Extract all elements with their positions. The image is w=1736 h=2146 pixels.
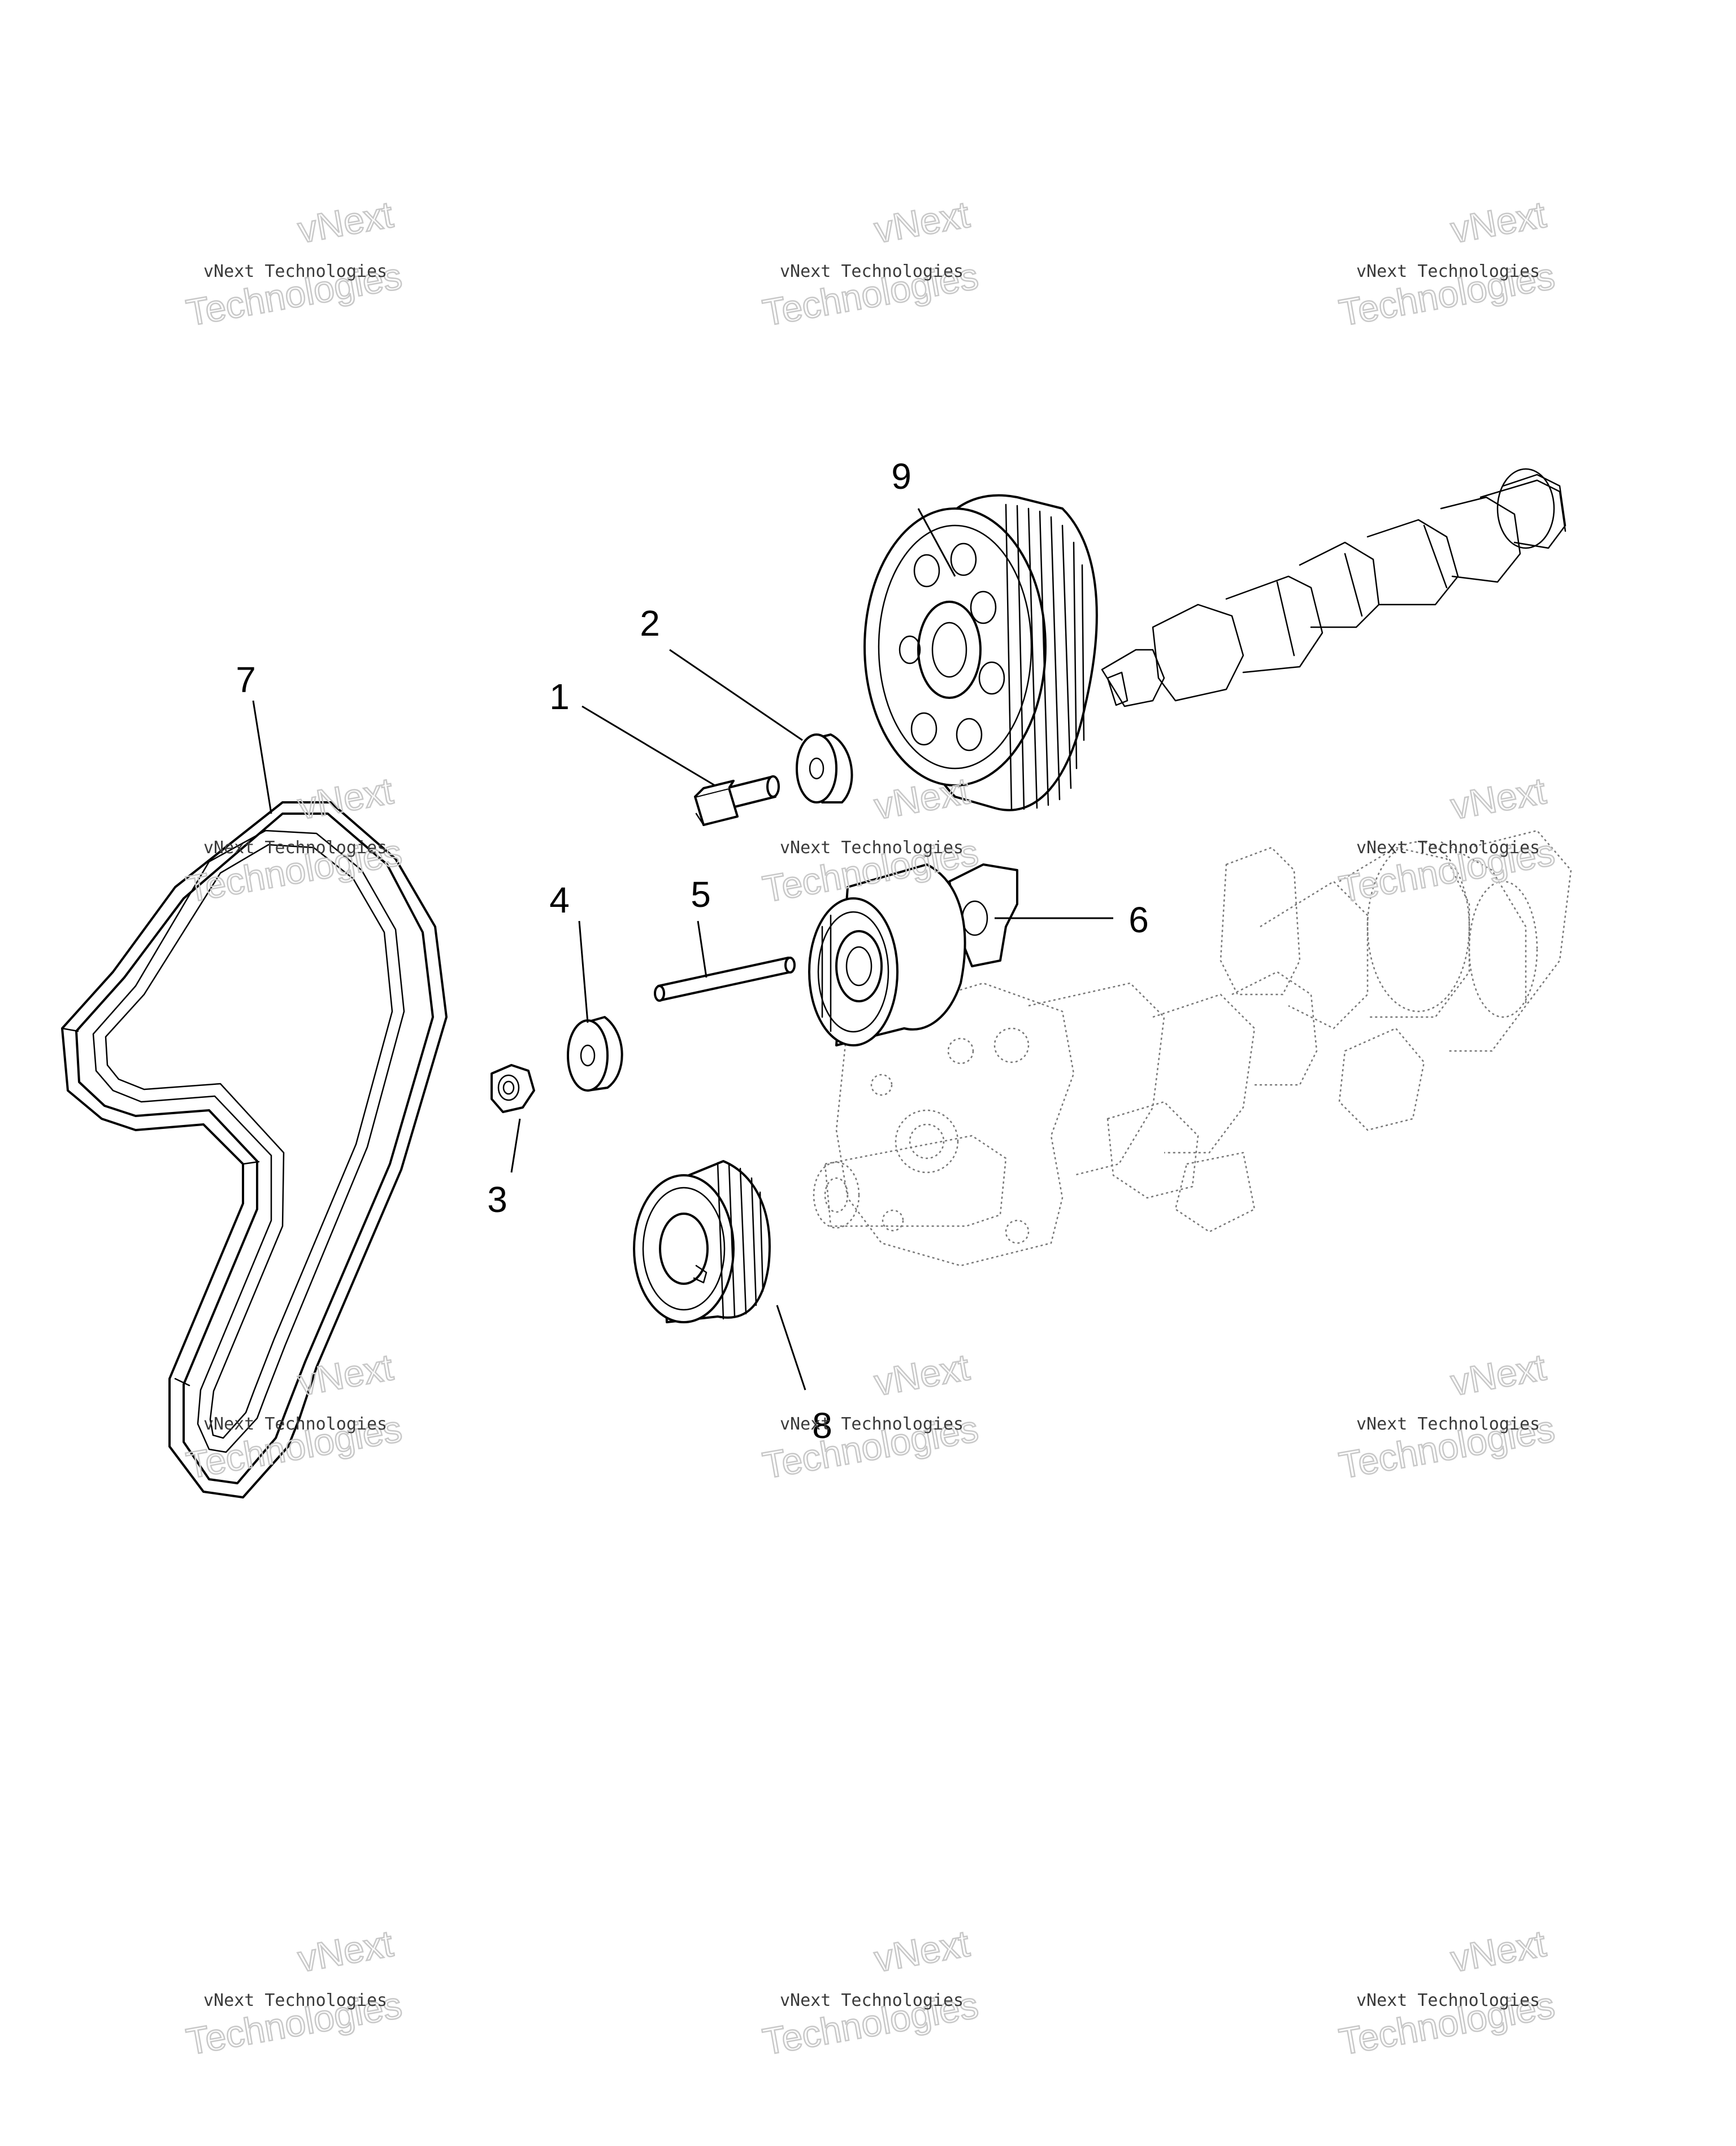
pin [654, 957, 796, 1002]
bolt [694, 775, 780, 826]
callout-9: 9 [891, 456, 912, 497]
tensioner-pulley [808, 863, 1018, 1046]
camshaft [1101, 468, 1566, 707]
timing-belt [61, 801, 448, 1498]
svg-text:vNext Technologies: vNext Technologies [780, 1414, 964, 1434]
svg-text:vNext Technologies: vNext Technologies [780, 838, 964, 858]
svg-text:vNext Technologies: vNext Technologies [203, 1991, 387, 2010]
sprocket-teeth [717, 1162, 764, 1320]
svg-text:vNext Technologies: vNext Technologies [203, 1414, 387, 1434]
callout-7: 7 [236, 659, 256, 700]
crankshaft-sprocket [633, 1160, 771, 1323]
svg-text:vNext: vNext [295, 1922, 396, 1980]
pulley-teeth [1005, 503, 1085, 810]
svg-text:vNext: vNext [295, 770, 396, 827]
callout-4: 4 [549, 880, 570, 920]
watermark: vNext Technologies vNext Technologies [183, 1922, 406, 2064]
callout-8: 8 [812, 1405, 832, 1446]
watermark: vNext Technologies vNext Technologies [1335, 193, 1559, 335]
svg-text:vNext Technologies: vNext Technologies [1356, 838, 1540, 858]
watermark: vNext Technologies vNext Technologies [1335, 1345, 1559, 1487]
svg-text:vNext: vNext [871, 1346, 973, 1404]
svg-text:vNext: vNext [1448, 1922, 1549, 1980]
watermark: vNext Technologies vNext Technologies [759, 1922, 982, 2064]
svg-text:vNext: vNext [1448, 1346, 1549, 1404]
callout-5: 5 [691, 874, 711, 915]
svg-text:vNext: vNext [871, 1922, 973, 1980]
washer-lower [567, 1016, 623, 1092]
svg-text:vNext: vNext [1448, 770, 1549, 827]
svg-text:vNext Technologies: vNext Technologies [780, 1991, 964, 2010]
watermark: vNext Technologies vNext Technologies [183, 1345, 406, 1487]
leader-lines [252, 508, 1113, 1391]
svg-text:vNext: vNext [1448, 193, 1549, 251]
watermark: vNext Technologies vNext Technologies [759, 769, 982, 911]
svg-text:vNext: vNext [871, 770, 973, 827]
callout-6: 6 [1129, 900, 1149, 940]
svg-text:vNext: vNext [295, 1346, 396, 1404]
svg-text:vNext Technologies: vNext Technologies [1356, 262, 1540, 281]
engine-block-ghost [813, 829, 1572, 1267]
svg-text:vNext Technologies: vNext Technologies [1356, 1414, 1540, 1434]
svg-text:vNext Technologies: vNext Technologies [203, 262, 387, 281]
callout-1: 1 [549, 676, 570, 717]
callout-2: 2 [640, 603, 660, 644]
nut [491, 1064, 535, 1113]
washer-upper [796, 733, 853, 803]
svg-text:vNext Technologies: vNext Technologies [780, 262, 964, 281]
watermark: vNext Technologies vNext Technologies [759, 193, 982, 335]
watermark: vNext Technologies vNext Technologies [1335, 1922, 1559, 2064]
callout-3: 3 [487, 1179, 507, 1220]
watermark: vNext Technologies vNext Technologies [183, 769, 406, 911]
callout-labels: 1 2 3 4 5 6 7 8 9 [236, 456, 1149, 1446]
svg-text:vNext: vNext [295, 193, 396, 251]
watermarks: vNext Technologies vNext Technologies vN… [183, 193, 1559, 2064]
watermark: vNext Technologies vNext Technologies [1335, 769, 1559, 911]
camshaft-pulley [863, 494, 1098, 811]
svg-text:vNext Technologies: vNext Technologies [1356, 1991, 1540, 2010]
svg-text:vNext Technologies: vNext Technologies [203, 838, 387, 858]
svg-text:vNext: vNext [871, 193, 973, 251]
watermark: vNext Technologies vNext Technologies [759, 1345, 982, 1487]
watermark: vNext Technologies vNext Technologies [183, 193, 406, 335]
